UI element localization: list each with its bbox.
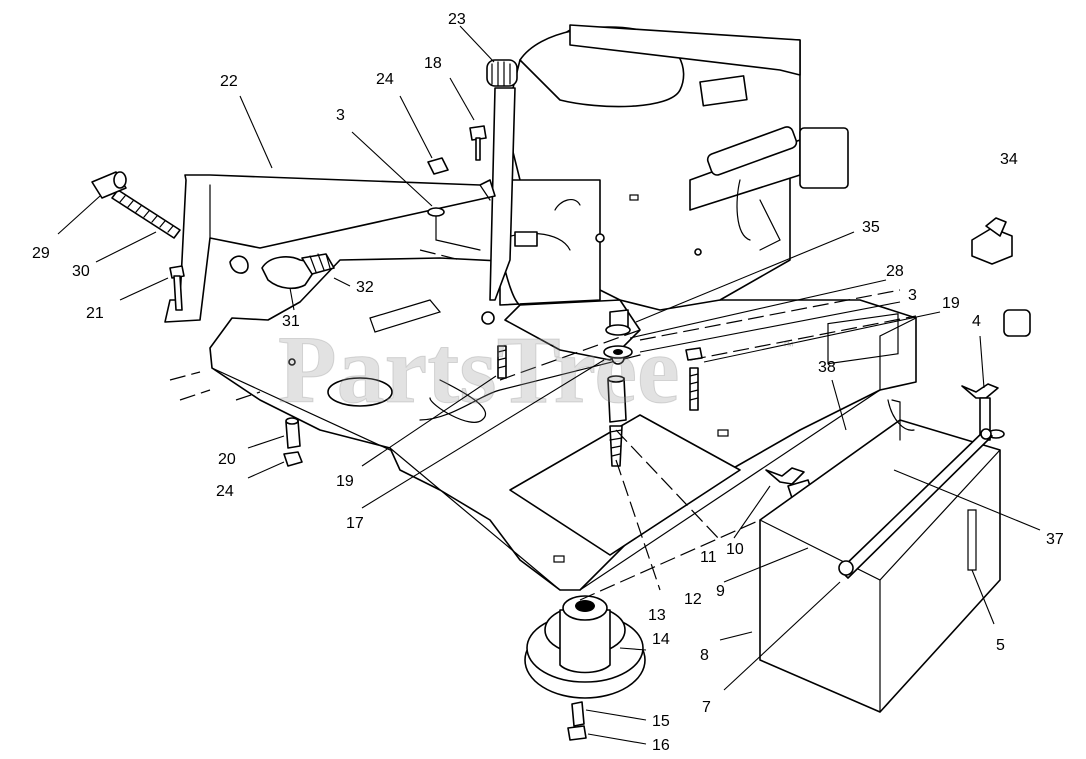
- callout-19a: 19: [336, 473, 354, 490]
- watermark-text: PartsTree: [278, 316, 680, 423]
- callout-30: 30: [72, 263, 90, 280]
- callout-34: 34: [1000, 151, 1018, 168]
- watermark-trademark: ™: [782, 339, 794, 353]
- callout-28: 28: [886, 263, 904, 280]
- callout-32: 32: [356, 279, 374, 296]
- pulley: [524, 595, 646, 741]
- leader-lines: [57, 25, 1041, 745]
- callout-16: 16: [652, 737, 670, 754]
- callout-numbers: 23 18 24 3 22 29 30 21 31 32 20 24 19 17…: [32, 11, 1064, 754]
- exhaust-nipple: [91, 171, 181, 239]
- callout-7: 7: [702, 699, 711, 716]
- callout-21: 21: [86, 305, 104, 322]
- callout-37: 37: [1046, 531, 1064, 548]
- callout-9: 9: [716, 583, 725, 600]
- dipstick-tube: [486, 59, 518, 301]
- callout-29: 29: [32, 245, 50, 262]
- callout-24b: 24: [216, 483, 234, 500]
- callout-4: 4: [972, 313, 981, 330]
- callout-14: 14: [652, 631, 670, 648]
- battery: [759, 313, 1001, 713]
- callout-31: 31: [282, 313, 300, 330]
- terminal-covers: [971, 217, 1031, 337]
- callout-17: 17: [346, 515, 364, 532]
- callout-5: 5: [996, 637, 1005, 654]
- exhaust-elbow: [229, 253, 335, 290]
- assembly-lines: [499, 289, 917, 601]
- callout-35: 35: [862, 219, 880, 236]
- callout-38: 38: [818, 359, 836, 376]
- callout-24a: 24: [376, 71, 394, 88]
- callout-20: 20: [218, 451, 236, 468]
- callout-23: 23: [448, 11, 466, 28]
- callout-3a: 3: [336, 107, 345, 124]
- engine: [481, 24, 849, 365]
- callout-15: 15: [652, 713, 670, 730]
- callout-3b: 3: [908, 287, 917, 304]
- callout-13: 13: [648, 607, 666, 624]
- callout-12: 12: [684, 591, 702, 608]
- callout-11: 11: [700, 549, 717, 566]
- callout-10: 10: [726, 541, 744, 558]
- callout-8: 8: [700, 647, 709, 664]
- callout-19b: 19: [942, 295, 960, 312]
- callout-22: 22: [220, 73, 238, 90]
- callout-18: 18: [424, 55, 442, 72]
- watermark: PartsTree ™: [278, 316, 795, 424]
